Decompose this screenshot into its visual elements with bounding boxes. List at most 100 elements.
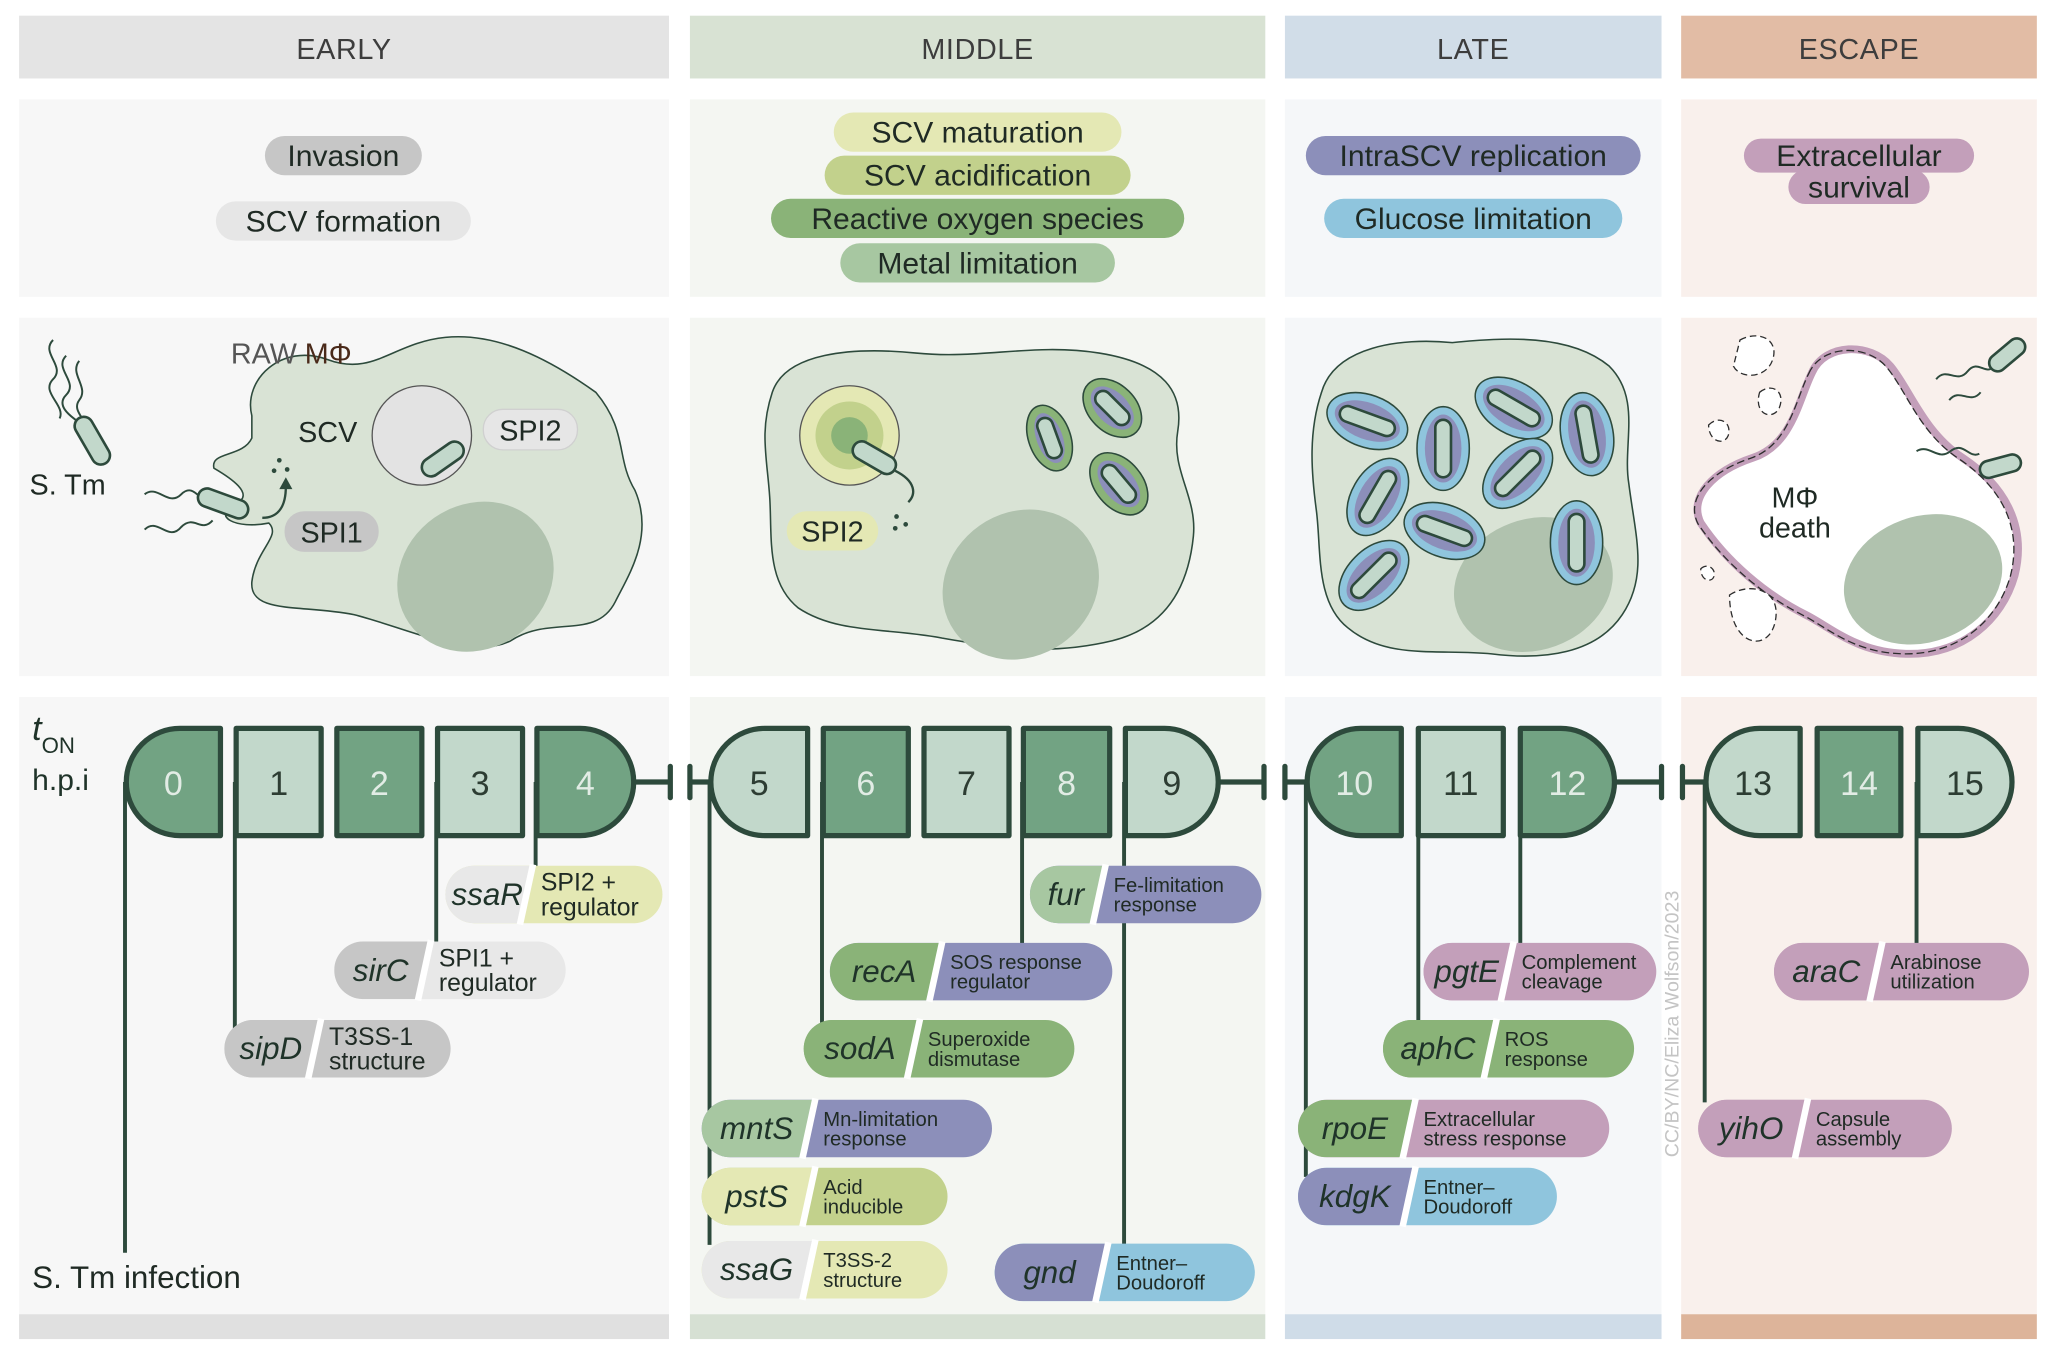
gene-name: ssaG — [720, 1252, 793, 1287]
gene-segment — [829, 942, 940, 1001]
process-badge — [833, 112, 1122, 152]
hour-label: 4 — [576, 765, 595, 803]
process-badge — [840, 243, 1115, 283]
arrowhead-icon — [279, 477, 293, 490]
bacterium-in-scv — [420, 440, 466, 478]
gene-segment — [1698, 1099, 1806, 1158]
svg-text:tON: tON — [32, 710, 75, 758]
scv-with-bacterium — [1082, 377, 1143, 439]
gene-function: response — [1505, 1049, 1588, 1071]
segment-divider — [1399, 1165, 1419, 1228]
flagella-icon — [48, 339, 214, 534]
axis-unit: h.p.i — [32, 764, 89, 797]
broken-membrane — [1693, 349, 2015, 655]
hour-box-3 — [434, 725, 526, 839]
hour-label: 10 — [1335, 765, 1373, 803]
gene-function: Doudoroff — [1116, 1272, 1205, 1294]
phase-title-early: EARLY — [296, 34, 391, 66]
scv-with-bacterium — [1089, 452, 1149, 516]
s-tm-label: S. Tm — [30, 469, 106, 501]
segment-divider — [414, 939, 435, 1002]
hour-label: 8 — [1057, 765, 1076, 803]
segment-divider — [1791, 1097, 1812, 1160]
gene-name: ssaR — [451, 877, 522, 912]
gene-function: Doudoroff — [1424, 1197, 1513, 1219]
process-label: SCV acidification — [864, 160, 1091, 193]
process-label: SCV maturation — [872, 117, 1084, 150]
gene-function: Acid — [823, 1177, 862, 1199]
segment-divider — [1092, 1241, 1112, 1304]
hour-box-15 — [1915, 725, 2015, 839]
gene-segment — [1298, 1167, 1414, 1226]
hour-box-9 — [1122, 725, 1221, 839]
gene-name: sirC — [353, 953, 409, 988]
gene-name: sodA — [824, 1031, 896, 1066]
segment-divider — [1866, 940, 1886, 1003]
segment-divider — [1480, 1017, 1500, 1080]
hour-box-12 — [1517, 725, 1618, 839]
gene-function: Superoxide — [928, 1029, 1030, 1051]
gene-function: response — [1114, 894, 1197, 916]
segment-divider — [1497, 940, 1517, 1003]
gene-segment — [1774, 942, 1880, 1001]
gene-function: SOS response — [950, 952, 1082, 974]
gene-segment — [1298, 1099, 1414, 1158]
spi1-label: SPI1 — [300, 518, 362, 550]
bacterium-icon — [1574, 404, 1600, 464]
segment-divider — [799, 1165, 819, 1228]
bacterium-icon — [1349, 551, 1398, 600]
phase-title-middle: MIDDLE — [921, 34, 1034, 66]
process-label: survival — [1808, 171, 1910, 204]
gene-segment — [701, 1099, 813, 1158]
phase-header-escape — [1681, 15, 2037, 79]
process-panel — [1284, 99, 1662, 297]
gene-name: aphC — [1400, 1031, 1475, 1066]
phase-footer-bar — [1284, 1314, 1662, 1340]
gene-name: fur — [1048, 877, 1086, 912]
hour-box-14 — [1814, 725, 1904, 839]
arrow-icon — [262, 486, 288, 520]
gene-function: dismutase — [928, 1049, 1020, 1071]
hour-label: 9 — [1162, 765, 1181, 803]
bacterium-icon — [1338, 404, 1397, 438]
gene-name: rpoE — [1322, 1111, 1389, 1146]
effector-dot — [271, 468, 277, 474]
gene-function: structure — [329, 1049, 426, 1076]
gene-function: response — [823, 1129, 906, 1151]
gene-name: mntS — [720, 1111, 793, 1146]
hour-box-2 — [334, 725, 425, 839]
credit-watermark: CC/BY/NC/Eliza Wolfson/2023 — [1662, 891, 1684, 1158]
gene-name: recA — [852, 954, 917, 989]
bacterium-icon — [1978, 453, 2023, 480]
gene-function: utilization — [1890, 972, 1974, 994]
gene-function: stress response — [1424, 1129, 1567, 1151]
gene-function: Capsule — [1816, 1109, 1890, 1131]
hour-label: 5 — [750, 765, 769, 803]
gene-segment — [994, 1243, 1106, 1302]
hour-label: 12 — [1548, 765, 1586, 803]
middle-illustration: SPI2 — [764, 348, 1195, 660]
bacterium-icon — [1035, 416, 1064, 460]
bacterium-icon — [1093, 389, 1131, 427]
bacterium-icon — [73, 415, 112, 466]
gene-name: pgtE — [1433, 954, 1500, 989]
bacterium-icon — [1486, 388, 1542, 428]
scv-with-bacterium — [1549, 500, 1604, 586]
phase-footer-bar — [19, 1314, 670, 1340]
hour-box-4 — [534, 725, 637, 839]
hour-label: 15 — [1946, 765, 1984, 803]
gene-function: inducible — [823, 1197, 903, 1219]
gene-function: assembly — [1816, 1129, 1902, 1151]
replicating-scvs — [1025, 377, 1149, 516]
